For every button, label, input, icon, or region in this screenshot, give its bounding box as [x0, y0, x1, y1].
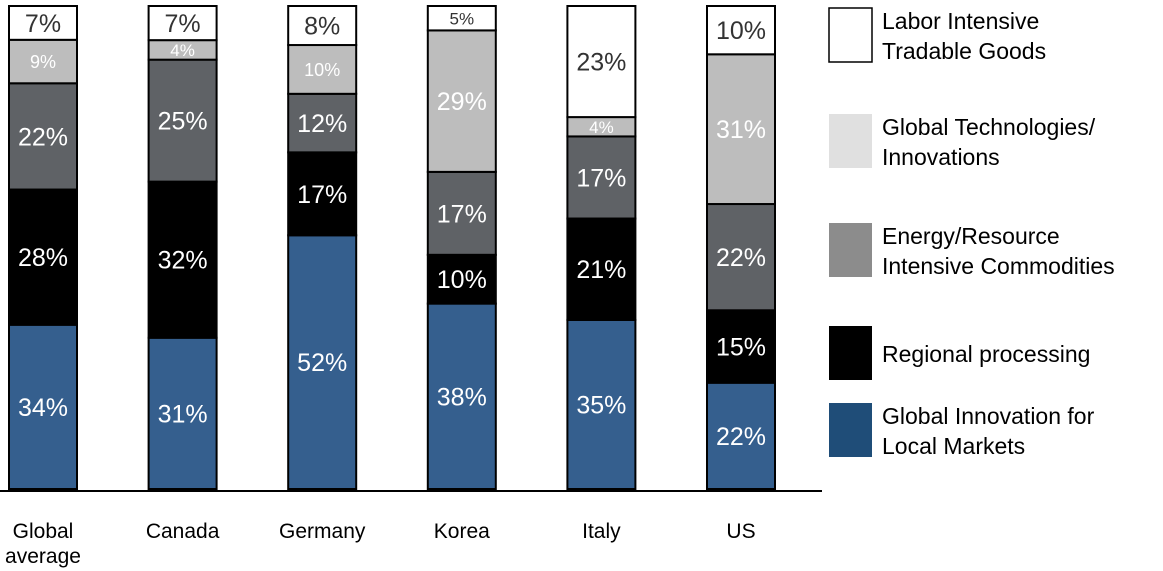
bar-segment [8, 188, 78, 326]
value-label: 17% [437, 200, 487, 228]
category-label: Italy [582, 520, 621, 543]
value-label: 17% [297, 181, 347, 209]
value-label: 17% [576, 164, 626, 192]
value-label: 34% [18, 394, 68, 422]
bar-segment [706, 203, 776, 312]
category-label: Canada [146, 520, 220, 543]
bar-segment [426, 302, 497, 490]
bar-segment [566, 5, 637, 119]
value-label: 10% [437, 266, 487, 294]
value-label: 23% [576, 49, 626, 77]
value-label: 7% [165, 10, 201, 38]
value-label: 9% [30, 52, 56, 72]
value-label: 31% [158, 400, 208, 428]
value-label: 15% [716, 334, 766, 362]
value-label: 35% [576, 391, 626, 419]
value-label: 22% [716, 244, 766, 272]
bars-group: 34% 28% 22% 9% 7% 31% 32% 25% 4% 7% 52% 17% 12% 10% 8%… [8, 5, 776, 491]
value-label: 8% [304, 13, 340, 41]
value-label: 10% [304, 60, 340, 80]
value-label: 28% [18, 244, 68, 272]
legend-swatch [829, 403, 872, 457]
bar-segment [426, 29, 497, 173]
legend-swatch [828, 7, 873, 63]
bar-segment [287, 5, 358, 47]
value-label: 52% [297, 349, 347, 377]
value-label: 21% [576, 256, 626, 284]
bar-segment [706, 5, 776, 56]
value-label: 12% [297, 110, 347, 138]
value-label: 22% [716, 423, 766, 451]
bar-segment [8, 38, 78, 85]
value-label: 38% [437, 383, 487, 411]
bar-segment [147, 180, 218, 339]
bar-segment [8, 323, 78, 490]
bar-segment [147, 58, 218, 183]
bar-segment [426, 170, 497, 256]
bar-segment [287, 92, 358, 154]
value-label: 29% [437, 88, 487, 116]
value-label: 5% [450, 9, 475, 28]
value-label: 10% [716, 17, 766, 45]
value-label: 4% [589, 118, 614, 137]
category-label: US [726, 520, 755, 543]
value-label: 7% [25, 10, 61, 38]
bar-segment [287, 44, 358, 95]
legend-swatch [829, 114, 872, 168]
bar-segment [287, 151, 358, 237]
bar-segment [8, 5, 78, 41]
bar-segment [566, 318, 637, 491]
legend-label: Global Technologies/Innovations [882, 114, 1096, 170]
value-label: 31% [716, 116, 766, 144]
category-label: Korea [434, 520, 490, 543]
value-label: 32% [158, 247, 208, 275]
value-label: 4% [170, 41, 195, 60]
legend-swatch [829, 223, 872, 277]
bar-segment [426, 5, 497, 32]
bar-segment [706, 309, 776, 384]
value-label: 25% [158, 108, 208, 136]
bar-segment [426, 253, 497, 305]
category-label: Germany [279, 520, 366, 543]
bar-segment [147, 5, 218, 42]
value-label: 22% [18, 123, 68, 151]
legend-label: Regional processing [882, 341, 1090, 367]
bar-segment [566, 135, 637, 220]
legend-swatch [829, 326, 872, 380]
bar-segment [147, 336, 218, 490]
